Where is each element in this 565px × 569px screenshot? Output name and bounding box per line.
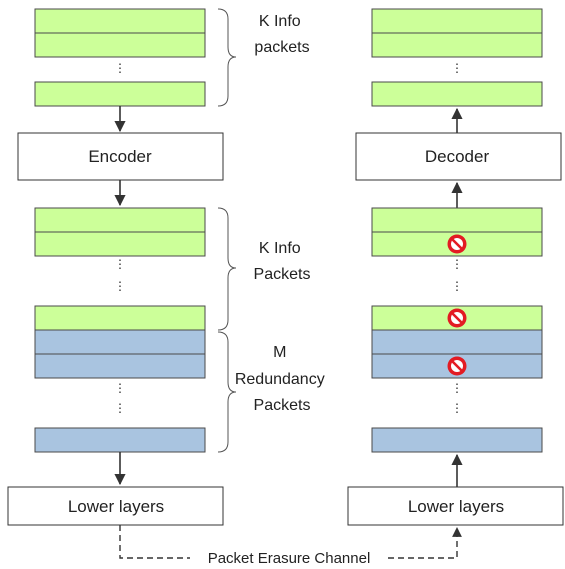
- m-redundancy-label: M Redundancy Packets: [235, 344, 329, 414]
- m-redundancy-brace: [217, 331, 237, 453]
- k-info-packets-brace-2: [217, 207, 237, 331]
- encoder-label: Encoder: [88, 147, 152, 166]
- info-packet: [34, 305, 206, 331]
- channel-label: Packet Erasure Channel: [208, 550, 371, 567]
- channel-dashed-line-right: [388, 527, 462, 559]
- info-packet: [371, 8, 543, 34]
- k-info-packets-brace: [217, 8, 237, 107]
- lower-layers-box-sender: [7, 486, 224, 526]
- packet-ellipsis: ⋮: [114, 279, 126, 293]
- lower-layers-label-sender: Lower layers: [68, 497, 164, 516]
- redundancy-packet: [34, 329, 206, 355]
- packet-ellipsis: ⋮: [114, 257, 126, 271]
- redundancy-packet: [34, 353, 206, 379]
- info-packet: [371, 32, 543, 58]
- packet-ellipsis: ⋮: [451, 401, 463, 415]
- decoder-label: Decoder: [425, 147, 490, 166]
- info-packet: [34, 231, 206, 257]
- info-packet: [34, 207, 206, 233]
- packet-ellipsis: ⋮: [451, 381, 463, 395]
- info-packet: [371, 81, 543, 107]
- no-entry-icon: [447, 234, 467, 254]
- packet-ellipsis: ⋮: [114, 381, 126, 395]
- redundancy-packet: [34, 427, 206, 453]
- lower-layers-box-receiver: [347, 486, 564, 526]
- info-packet: [371, 207, 543, 233]
- info-packet: [34, 32, 206, 58]
- info-packet: [34, 81, 206, 107]
- no-entry-icon: [447, 308, 467, 328]
- packet-ellipsis: ⋮: [451, 279, 463, 293]
- k-info-packets-label-2: K Info Packets: [254, 240, 311, 283]
- redundancy-packet: [371, 329, 543, 355]
- info-packet: [34, 8, 206, 34]
- decoder-box: [355, 132, 562, 181]
- packet-ellipsis: ⋮: [451, 257, 463, 271]
- no-entry-icon: [447, 356, 467, 376]
- k-info-packets-label: K Info packets: [254, 13, 309, 56]
- redundancy-packet: [371, 427, 543, 453]
- packet-ellipsis: ⋮: [114, 61, 126, 75]
- channel-dashed-line-left: [119, 525, 190, 559]
- lower-layers-label-receiver: Lower layers: [408, 497, 504, 516]
- packet-ellipsis: ⋮: [114, 401, 126, 415]
- packet-ellipsis: ⋮: [451, 61, 463, 75]
